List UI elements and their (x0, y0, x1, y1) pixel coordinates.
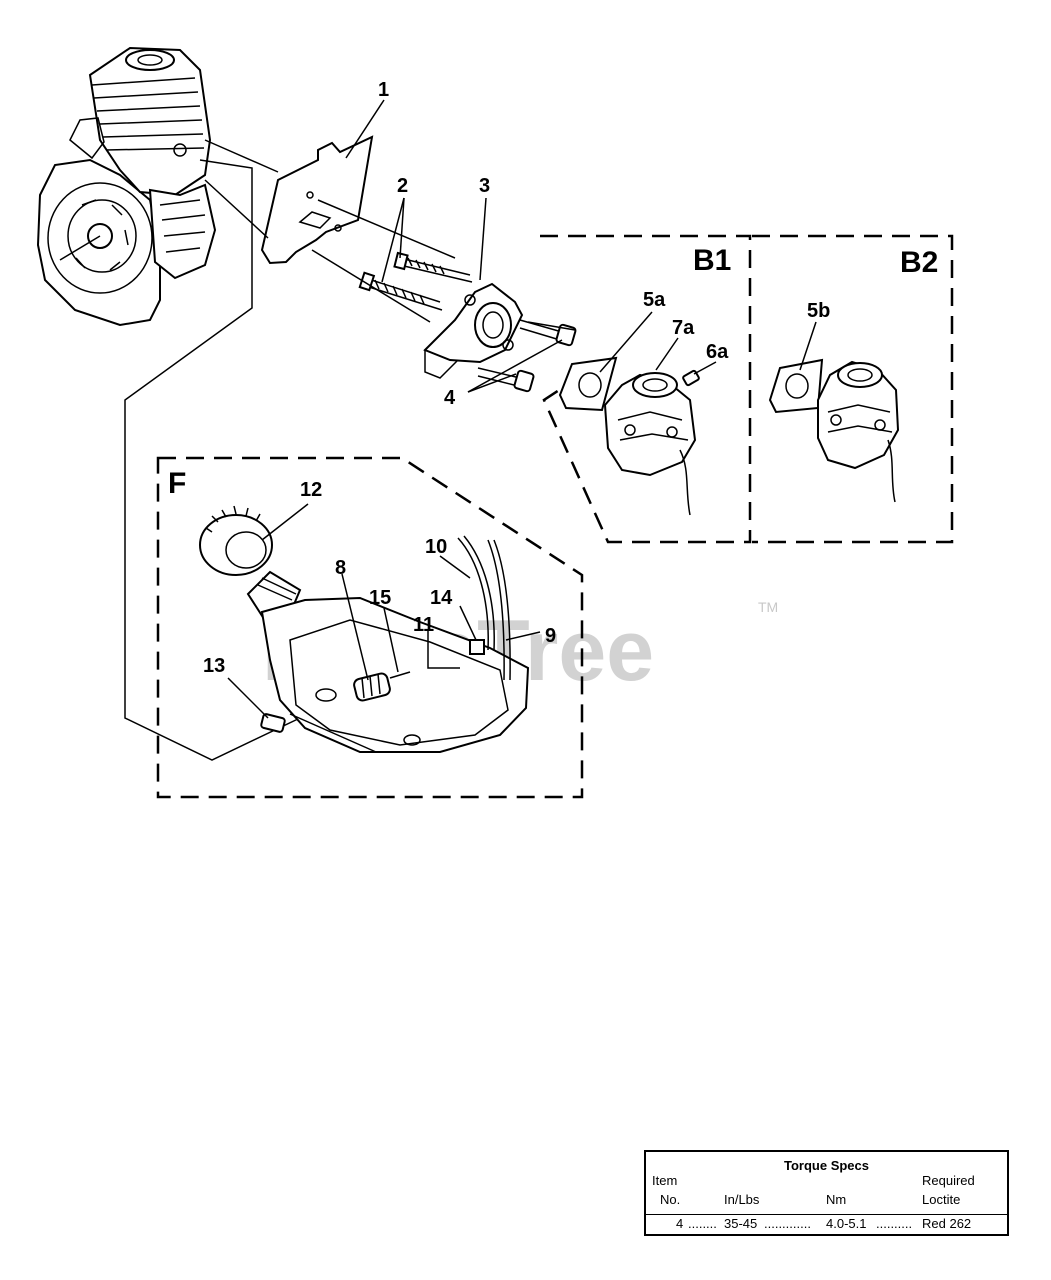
callout-10: 10 (425, 536, 447, 558)
header-loctite: Loctite (922, 1192, 961, 1207)
spacer-3 (423, 282, 524, 379)
watermark-tm: TM (758, 599, 778, 615)
callout-labels: 1 2 3 4 5a 7a 6a 5b 12 10 8 15 14 11 9 1… (203, 79, 830, 677)
callout-9: 9 (545, 625, 556, 647)
fuel-cap-12 (199, 505, 273, 576)
section-b1: B1 (540, 234, 752, 544)
callout-leaders (345, 99, 817, 393)
header-inlbs: In/Lbs (724, 1192, 760, 1207)
row-leader-1: ........ (688, 1216, 717, 1231)
callout-15: 15 (369, 587, 391, 609)
callout-1: 1 (378, 79, 389, 101)
row-leader-3: .......... (876, 1216, 913, 1231)
table-divider (646, 1214, 1007, 1215)
callout-7a: 7a (672, 317, 695, 339)
callout-14: 14 (430, 587, 453, 609)
section-label-b1: B1 (693, 244, 731, 277)
assembly-lines (124, 139, 576, 761)
section-b2: B2 (752, 234, 954, 544)
callout-6a: 6a (706, 341, 729, 363)
row-nm: 4.0-5.1 (826, 1216, 867, 1231)
row-item: 4 (676, 1216, 684, 1231)
callout-3: 3 (479, 175, 490, 197)
torque-table-title: Torque Specs (784, 1158, 870, 1173)
callout-13: 13 (203, 655, 225, 677)
engine-assembly (36, 46, 217, 327)
section-f: F (156, 456, 584, 799)
callout-2: 2 (397, 175, 408, 197)
callout-12: 12 (300, 479, 322, 501)
callout-11: 11 (413, 614, 434, 636)
section-label-f: F (168, 467, 186, 500)
row-loctite: Red 262 (922, 1216, 972, 1231)
torque-specs-table: Torque Specs Item Required No. In/Lbs Nm… (644, 1150, 1009, 1236)
row-leader-2: ............. (764, 1216, 811, 1231)
header-required: Required (922, 1173, 975, 1188)
row-inlbs: 35-45 (724, 1216, 758, 1231)
callout-8: 8 (335, 557, 346, 579)
header-item: Item (652, 1173, 678, 1188)
header-no: No. (660, 1192, 681, 1207)
header-nm: Nm (826, 1192, 847, 1207)
section-label-b2: B2 (900, 246, 938, 279)
callout-5b: 5b (807, 300, 830, 322)
gasket-1 (260, 135, 374, 265)
bolts-2 (358, 251, 473, 311)
callout-4: 4 (444, 387, 456, 409)
callout-5a: 5a (643, 289, 666, 311)
